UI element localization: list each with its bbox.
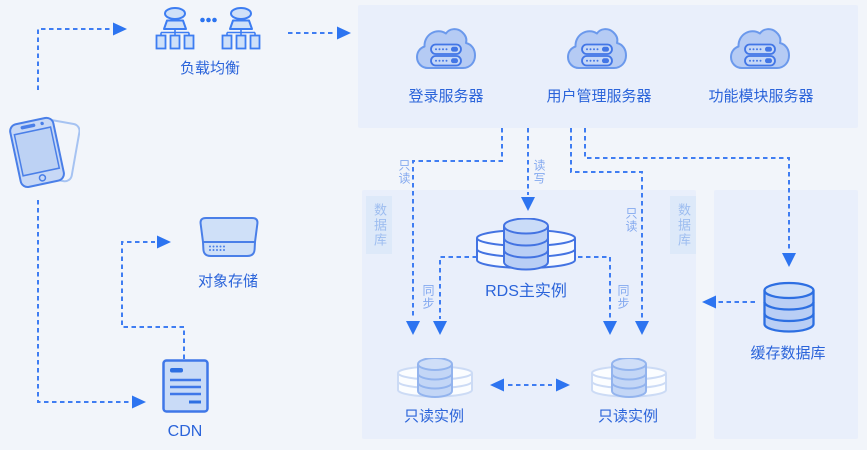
- edge-label-sync-left: 同步: [421, 284, 435, 310]
- replica-right-label: 只读实例: [597, 408, 658, 425]
- database-region-label-left: 数据库: [366, 196, 392, 254]
- edge-sync-right: [578, 256, 611, 319]
- database-region-label-right: 数据库: [670, 196, 696, 254]
- edge-label-sync-right: 同步: [616, 284, 630, 310]
- edge-cdn-to-storage: [121, 241, 185, 359]
- edge-label-readonly-right: 只读: [624, 207, 638, 233]
- smartphone-icon: [4, 110, 81, 199]
- load-balancer-icon: [155, 7, 261, 56]
- lb-unit: [155, 7, 195, 50]
- cache-db-label: 缓存数据库: [750, 345, 826, 362]
- database-icon: [762, 281, 816, 340]
- edge-readonly-right: [570, 128, 643, 319]
- cloud-server-icon: [415, 24, 477, 81]
- database-cluster-icon: [395, 357, 475, 407]
- edge-client-to-lb: [37, 28, 111, 90]
- cloud-server-icon: [566, 24, 628, 81]
- lb-unit: [221, 7, 261, 50]
- login-server-label: 登录服务器: [408, 88, 484, 105]
- database-cluster-icon: [589, 357, 669, 407]
- cdn-label: CDN: [167, 423, 203, 440]
- object-storage-label: 对象存储: [197, 273, 258, 290]
- load-balancer-label: 负载均衡: [179, 60, 240, 77]
- user-server-label: 用户管理服务器: [546, 88, 652, 105]
- edge-readonly-left: [412, 128, 503, 319]
- rds-primary-label: RDS主实例: [485, 283, 567, 300]
- edge-label-readonly-left: 只读: [397, 159, 411, 185]
- edge-client-to-cdn: [37, 200, 130, 403]
- edge-label-readwrite: 读写: [532, 159, 546, 185]
- database-cluster-icon: [474, 217, 578, 279]
- storage-disk-icon: [198, 216, 260, 267]
- cloud-server-icon: [729, 24, 791, 81]
- edge-sync-left: [439, 256, 477, 319]
- replica-left-label: 只读实例: [403, 408, 464, 425]
- edge-servers-to-cache: [584, 128, 790, 251]
- document-icon: [162, 359, 209, 420]
- module-server-label: 功能模块服务器: [708, 88, 814, 105]
